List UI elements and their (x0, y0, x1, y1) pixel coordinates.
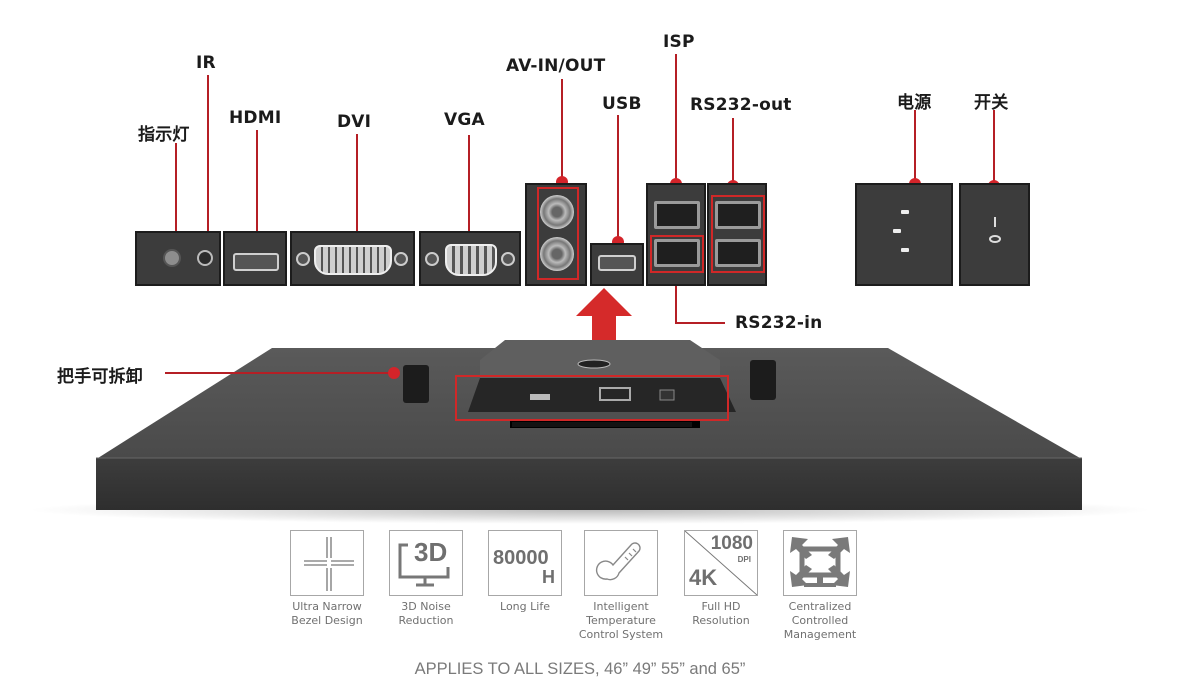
centralized-control-icon (783, 530, 857, 596)
leader-line (207, 75, 209, 241)
label-indicator: 指示灯 (138, 125, 190, 145)
screw (501, 252, 515, 266)
resolution-icon: 1080 DPI 4K (684, 530, 758, 596)
monitor-rear (30, 340, 1150, 524)
panel-vga (419, 231, 521, 286)
panel-usb (590, 243, 644, 286)
leader-line (256, 130, 258, 242)
leader-line (675, 322, 725, 324)
marker-dot (388, 367, 400, 379)
label-power: 电源 (897, 93, 932, 113)
ir-receiver (197, 250, 213, 266)
panel-power (855, 183, 953, 286)
leader-line (175, 143, 177, 243)
leader-line (732, 118, 734, 186)
highlight-box (537, 187, 579, 280)
panel-dvi (290, 231, 415, 286)
arrow-up-icon (576, 288, 632, 358)
label-dvi: DVI (337, 112, 372, 132)
label-rs232-out: RS232-out (690, 95, 792, 115)
screw (394, 252, 408, 266)
label-switch: 开关 (974, 93, 1009, 113)
switch-on-mark (994, 217, 996, 227)
hdmi-port (233, 253, 279, 271)
label-av: AV-IN/OUT (506, 56, 606, 76)
label-usb: USB (602, 94, 642, 114)
feature-long-life: 80000 H Long Life (488, 530, 562, 614)
highlight-box (711, 195, 765, 273)
bezel-icon (290, 530, 364, 596)
panel-av (525, 183, 587, 286)
leader-line (561, 79, 563, 183)
rs232-out-port-2 (715, 239, 761, 267)
3d-monitor-icon: 3D (389, 530, 463, 596)
label-handle: 把手可拆卸 (57, 367, 143, 387)
leader-line (356, 134, 358, 236)
label-ir: IR (196, 53, 216, 73)
leader-line (675, 54, 677, 184)
panel-network (646, 183, 706, 286)
panel-hdmi (223, 231, 287, 286)
label-vga: VGA (444, 110, 485, 130)
panel-indicator-ir (135, 231, 221, 286)
av-in-connector (540, 195, 574, 229)
label-isp: ISP (663, 32, 695, 52)
screw (425, 252, 439, 266)
footer-note: APPLIES TO ALL SIZES, 46” 49” 55” and 65… (414, 660, 746, 678)
isp-port (654, 201, 700, 229)
label-rs232-in: RS232-in (735, 313, 823, 333)
rs232-out-port-1 (715, 201, 761, 229)
highlight-box (650, 235, 704, 273)
power-pin (893, 229, 901, 233)
leader-line (993, 110, 995, 184)
hours-icon: 80000 H (488, 530, 562, 596)
dvi-port (314, 245, 392, 275)
rs232-in-port (654, 239, 700, 267)
usb-port (598, 255, 636, 271)
switch-off-mark (989, 235, 1001, 243)
screw (296, 252, 310, 266)
indicator-led (163, 249, 181, 267)
leader-line (675, 270, 677, 324)
power-pin (901, 248, 909, 252)
panel-rs232-out (707, 183, 767, 286)
vga-port (445, 244, 497, 276)
label-hdmi: HDMI (229, 108, 282, 128)
leader-line (914, 110, 916, 184)
leader-line (165, 372, 393, 374)
thermometer-icon (584, 530, 658, 596)
leader-line (617, 115, 619, 241)
power-pin (901, 210, 909, 214)
av-out-connector (540, 237, 574, 271)
leader-line (468, 135, 470, 235)
panel-switch (959, 183, 1030, 286)
